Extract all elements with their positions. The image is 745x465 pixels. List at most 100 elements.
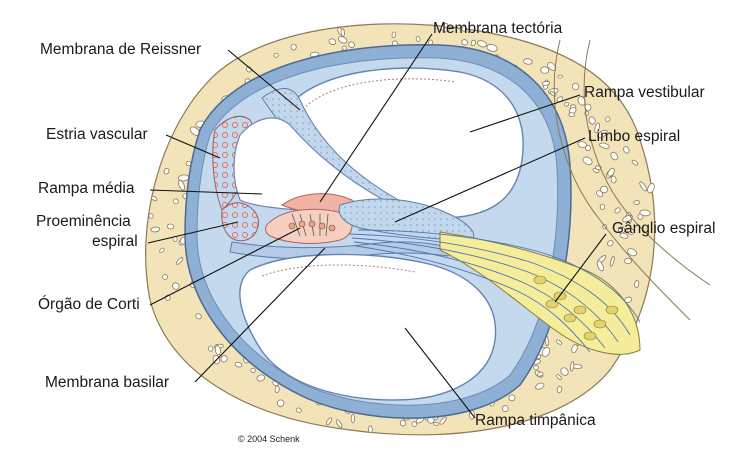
bone-lacuna	[540, 66, 550, 74]
bone-lacuna	[461, 26, 468, 32]
bone-lacuna	[470, 39, 476, 47]
bone-lacuna	[639, 209, 651, 217]
bone-lacuna	[588, 116, 596, 125]
bone-lacuna	[599, 142, 610, 149]
leader-limbo	[394, 137, 586, 223]
label-spiral-prominence-line1: Proeminência	[36, 213, 131, 230]
bone-lacuna	[607, 240, 614, 247]
spiral-prominence	[221, 202, 259, 242]
bone-lacuna	[415, 36, 421, 42]
bone-lacuna	[476, 40, 488, 48]
bone-lacuna	[541, 347, 551, 357]
bone-lacuna	[250, 367, 256, 374]
bone-lacuna	[622, 214, 633, 223]
bone-lacuna	[535, 382, 545, 390]
bone-lacuna	[568, 112, 575, 118]
bone-lacuna	[439, 416, 447, 425]
bone-lacuna	[348, 41, 355, 48]
label-spiral-ganglion: Gânglio espiral	[612, 220, 716, 237]
leader-proeminencia	[147, 221, 239, 244]
bone-lacuna	[523, 58, 533, 65]
leader-basilar	[194, 247, 326, 383]
leader-rampa-vestibular	[469, 94, 581, 133]
bone-lacuna	[172, 282, 180, 290]
bone-lacuna	[185, 160, 192, 167]
bone-lacuna	[273, 52, 279, 58]
bone-lacuna	[563, 102, 570, 107]
bone-lacuna	[556, 374, 562, 381]
bone-lacuna	[607, 167, 615, 177]
leader-reissner	[227, 49, 301, 111]
bone-lacuna	[501, 405, 509, 412]
bone-lacuna	[173, 198, 179, 205]
bone-lacuna	[627, 228, 635, 235]
label-scala-vestibuli: Rampa vestibular	[584, 84, 705, 101]
bone-lacuna	[597, 129, 608, 139]
bone-lacuna	[560, 367, 569, 376]
bone-lacuna	[163, 167, 170, 175]
bone-lacuna	[626, 248, 638, 257]
bone-lacuna	[577, 141, 588, 148]
bone-lacuna	[634, 279, 640, 289]
bone-lacuna	[276, 399, 285, 408]
label-tectorial-membrane: Membrana tectória	[433, 20, 563, 37]
bone-lacuna	[151, 196, 158, 201]
leader-corti	[149, 227, 301, 306]
label-stria-vascularis: Estria vascular	[46, 126, 148, 143]
bone-lacuna	[150, 226, 161, 233]
bone-lacuna	[619, 232, 629, 239]
bone-lacuna	[328, 38, 337, 45]
label-organ-of-corti: Órgão de Corti	[38, 296, 140, 313]
bone-lacuna	[486, 43, 498, 52]
bone-lacuna	[325, 417, 333, 426]
bone-lacuna	[555, 339, 563, 345]
bone-lacuna	[391, 31, 397, 38]
copyright-credit: © 2004 Schenk	[238, 434, 300, 444]
bone-lacuna	[335, 419, 343, 429]
bone-lacuna	[533, 364, 539, 371]
bone-lacuna	[631, 159, 639, 166]
bone-lacuna	[274, 385, 280, 394]
label-basilar-membrane: Membrana basilar	[45, 374, 170, 391]
bone-lacuna	[571, 344, 578, 354]
bone-lacuna	[433, 421, 439, 426]
bone-lacuna	[162, 274, 168, 280]
leader-timpanica	[404, 327, 476, 419]
bone-lacuna	[633, 200, 640, 206]
bone-lacuna	[623, 146, 630, 154]
bone-lacuna	[166, 223, 175, 230]
leader-estria	[165, 134, 221, 159]
scala-tympani	[239, 253, 497, 401]
bone-lacuna	[569, 360, 575, 372]
bone-lacuna	[610, 151, 619, 161]
spiral-ganglion	[349, 229, 641, 355]
leader-lines	[147, 33, 607, 419]
bone-lacuna	[605, 116, 611, 122]
bone-lacuna	[337, 36, 348, 44]
leader-rampa-media	[149, 189, 263, 195]
bone-lacuna	[571, 82, 580, 91]
bone-lacuna	[599, 203, 606, 211]
bone-lacuna	[341, 45, 348, 51]
bone-lacuna	[556, 385, 563, 394]
leader-ganglio	[554, 233, 607, 303]
bone-lacuna	[399, 419, 407, 427]
label-spiral-prominence-line2: espiral	[92, 233, 138, 250]
label-spiral-limbus: Limbo espiral	[588, 128, 681, 145]
bone-lacuna	[508, 394, 516, 402]
bone-lacuna	[618, 226, 626, 234]
bone-lacuna	[368, 425, 373, 434]
bone-lacuna	[582, 156, 593, 166]
label-scala-tympani: Rampa timpânica	[475, 412, 596, 429]
bone-lacuna	[177, 174, 190, 182]
bone-lacuna	[610, 175, 617, 184]
leader-tectoria	[319, 33, 433, 203]
bone-lacuna	[411, 421, 417, 427]
bone-lacuna	[600, 185, 609, 194]
bone-lacuna	[594, 122, 600, 134]
bone-lacuna	[350, 413, 356, 424]
bone-lacuna	[461, 39, 468, 46]
bone-lacuna	[220, 355, 228, 363]
bone-lacuna	[647, 183, 655, 194]
